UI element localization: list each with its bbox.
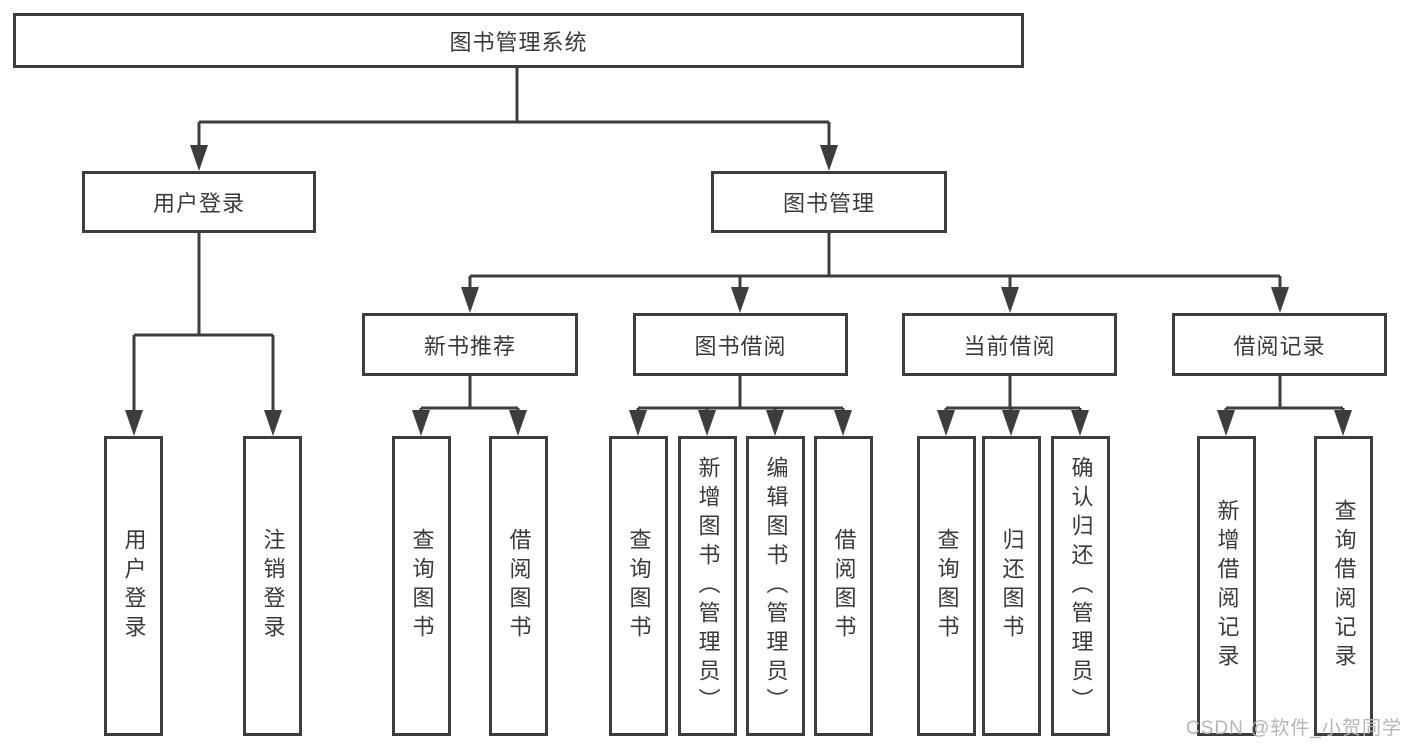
- node-new-book-recommend: 新书推荐: [362, 313, 578, 376]
- node-current-borrowing: 当前借阅: [902, 313, 1117, 376]
- node-new-book-recommend-label: 新书推荐: [423, 333, 516, 359]
- connector-wire: [944, 376, 1082, 413]
- node-book-borrowing-label: 图书借阅: [694, 333, 787, 359]
- leaf-logout-label: 注销登录: [260, 528, 286, 644]
- leaf-logout: 注销登录: [243, 436, 302, 736]
- arrowhead-leaf-logout: [264, 410, 282, 436]
- leaf-confirm-return-admin-label: 确认归还（管理员）: [1068, 455, 1094, 717]
- leaf-add-borrow-record: 新增借阅记录: [1197, 436, 1256, 736]
- leaf-borrow-books-1-label: 借阅图书: [506, 528, 532, 644]
- arrowhead-leaf-query-books-1: [412, 410, 430, 436]
- leaf-edit-book-admin-label: 编辑图书（管理员）: [763, 455, 789, 717]
- arrowhead-leaf-borrow-books-1: [509, 410, 527, 436]
- leaf-query-books-1-label: 查询图书: [409, 528, 435, 644]
- leaf-query-books-3: 查询图书: [917, 436, 976, 736]
- leaf-query-books-2: 查询图书: [609, 436, 668, 736]
- arrowhead-leaf-borrow-books-2: [834, 410, 852, 436]
- node-root: 图书管理系统: [13, 13, 1024, 68]
- leaf-query-borrow-record-label: 查询借阅记录: [1331, 499, 1357, 673]
- connector-book-management-to-level3: [461, 233, 1289, 313]
- arrowhead-leaf-add-borrow-record: [1217, 410, 1235, 436]
- leaf-borrow-books-2: 借阅图书: [814, 436, 873, 736]
- connector-wire: [468, 233, 1282, 290]
- leaf-add-book-admin: 新增图书（管理员）: [678, 436, 737, 736]
- connector-wire: [1224, 376, 1345, 413]
- arrowhead-leaf-edit-book: [766, 410, 784, 436]
- connector-book-borrowing-to-leaves: [629, 376, 852, 436]
- arrowhead-leaf-query-books-3: [937, 410, 955, 436]
- connector-root-to-level2: [190, 68, 838, 171]
- node-book-management: 图书管理: [711, 171, 947, 233]
- node-user-login-label: 用户登录: [152, 191, 245, 216]
- leaf-borrow-books-1: 借阅图书: [489, 436, 548, 736]
- node-current-borrowing-label: 当前借阅: [963, 333, 1056, 359]
- arrowhead-leaf-add-book: [698, 410, 716, 436]
- node-borrowing-records: 借阅记录: [1172, 313, 1387, 376]
- connector-new-book-recommend-to-leaves: [412, 376, 527, 436]
- arrowhead-leaf-query-borrow-record: [1334, 410, 1352, 436]
- arrowhead-current-borrowing: [1001, 287, 1019, 313]
- leaf-user-login: 用户登录: [104, 436, 163, 736]
- leaf-return-books-label: 归还图书: [999, 528, 1025, 644]
- connector-wire: [636, 376, 845, 413]
- arrowhead-new-book-recommend: [461, 287, 479, 313]
- leaf-add-borrow-record-label: 新增借阅记录: [1214, 499, 1240, 673]
- leaf-borrow-books-2-label: 借阅图书: [831, 528, 857, 644]
- leaf-add-book-admin-label: 新增图书（管理员）: [695, 455, 721, 717]
- arrowhead-leaf-return-books: [1002, 410, 1020, 436]
- csdn-watermark: CSDN @软件_小贺同学: [1186, 718, 1402, 739]
- connector-current-borrowing-to-leaves: [937, 376, 1089, 436]
- arrowhead-leaf-confirm-return: [1071, 410, 1089, 436]
- node-user-login: 用户登录: [82, 171, 316, 233]
- arrowhead-leaf-query-books-2: [629, 410, 647, 436]
- leaf-query-borrow-record: 查询借阅记录: [1314, 436, 1373, 736]
- arrowhead-user-login: [190, 145, 208, 171]
- leaf-edit-book-admin: 编辑图书（管理员）: [746, 436, 805, 736]
- node-book-borrowing: 图书借阅: [633, 313, 848, 376]
- leaf-query-books-2-label: 查询图书: [626, 528, 652, 644]
- connector-user-login-to-leaves: [125, 233, 282, 436]
- connector-wire: [419, 376, 520, 413]
- leaf-user-login-label: 用户登录: [121, 528, 147, 644]
- leaf-query-books-3-label: 查询图书: [934, 528, 960, 644]
- arrowhead-book-borrowing: [731, 287, 749, 313]
- node-borrowing-records-label: 借阅记录: [1233, 333, 1326, 359]
- connector-wire: [197, 68, 831, 148]
- leaf-return-books: 归还图书: [982, 436, 1041, 736]
- arrowhead-leaf-user-login: [125, 410, 143, 436]
- arrowhead-borrowing-records: [1271, 287, 1289, 313]
- node-root-label: 图书管理系统: [449, 29, 588, 55]
- leaf-confirm-return-admin: 确认归还（管理员）: [1051, 436, 1110, 736]
- connector-wire: [132, 233, 275, 413]
- connector-borrowing-records-to-leaves: [1217, 376, 1352, 436]
- node-book-management-label: 图书管理: [782, 191, 875, 216]
- arrowhead-book-management: [820, 145, 838, 171]
- leaf-query-books-1: 查询图书: [392, 436, 451, 736]
